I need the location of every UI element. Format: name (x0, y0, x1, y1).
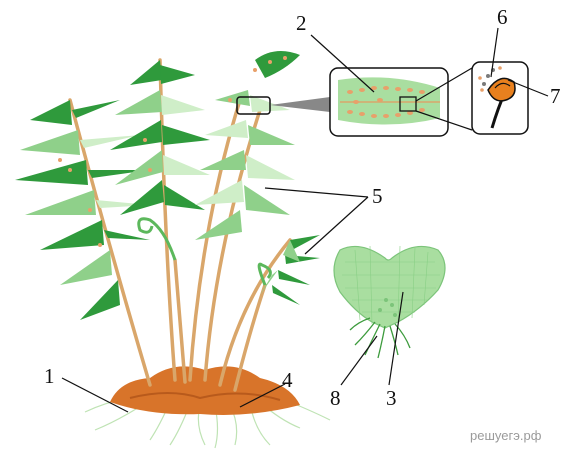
label-5: 5 (372, 184, 383, 208)
label-8: 8 (330, 386, 341, 410)
label-3: 3 (386, 386, 397, 410)
rhizoids (350, 318, 410, 358)
label-2: 2 (296, 11, 307, 35)
label-7: 7 (550, 84, 561, 108)
label-6: 6 (497, 5, 508, 29)
zoom-sporangium (472, 62, 528, 134)
sori-dots (58, 56, 287, 247)
label-4: 4 (282, 368, 293, 392)
prothallus (334, 246, 445, 328)
watermark: решуегэ.рф (470, 428, 542, 443)
label-1: 1 (44, 364, 55, 388)
zoom-leaf-segment (330, 68, 448, 136)
